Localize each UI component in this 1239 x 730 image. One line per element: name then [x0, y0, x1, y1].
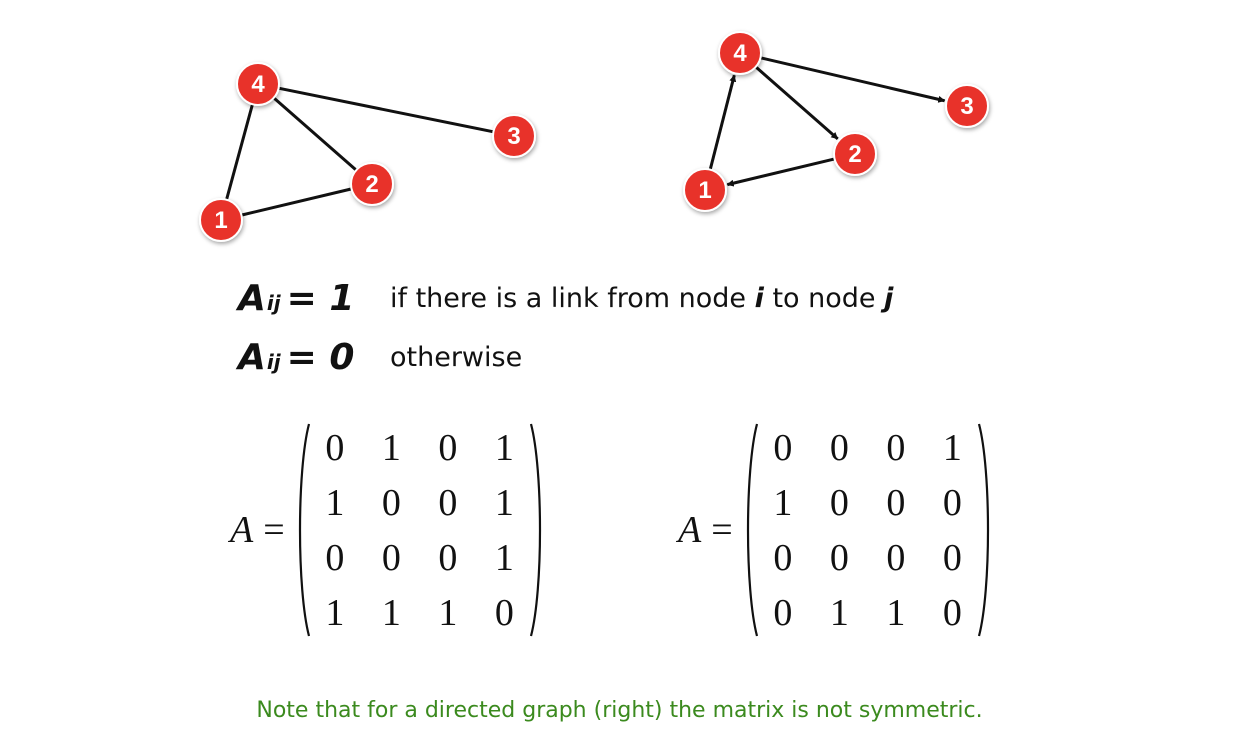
matrix-cell-1-3: 0: [438, 426, 458, 469]
matrix-equals: =: [263, 509, 285, 551]
matrix-cell-3-3: 0: [886, 536, 906, 579]
arc-1-4: [708, 74, 737, 171]
definition-equals: =: [286, 336, 317, 378]
matrix-cell-3-2: 0: [829, 536, 849, 579]
matrix-cell-2-1: 1: [325, 481, 345, 524]
node-4: [718, 31, 762, 75]
note-text: Note that for a directed graph (right) t…: [256, 698, 983, 723]
matrix-cell-1-4: 1: [494, 426, 514, 469]
matrix-cell-2-4: 1: [494, 481, 514, 524]
node-label-2: 2: [848, 141, 861, 168]
definition-value-0: 0: [329, 336, 355, 378]
matrix-equals: =: [711, 509, 733, 551]
node-label-3: 3: [960, 93, 973, 120]
definition-text-part: to node: [763, 282, 885, 314]
definition-equals: =: [286, 277, 317, 319]
matrix-cell-4-4: 0: [494, 591, 514, 634]
node-4: [236, 62, 280, 106]
definition-text-otherwise: otherwise: [390, 341, 523, 373]
matrix-cell-4-3: 1: [886, 591, 906, 634]
matrix-cell-3-2: 0: [381, 536, 401, 579]
undirected-graph: 1 2 3 4: [199, 62, 536, 242]
matrix-parentheses: [746, 423, 989, 637]
matrix-cell-1-2: 1: [381, 426, 401, 469]
edge-4-3: [278, 86, 494, 134]
directed-graph: 1 2 3 4: [683, 31, 989, 212]
node-3: [492, 114, 536, 158]
node-2: [833, 132, 877, 176]
definition-text-link: if there is a link from node i to node j: [390, 283, 893, 314]
matrix-parentheses: [298, 423, 541, 637]
matrix-cell-1-3: 0: [886, 426, 906, 469]
definition-symbol: A: [238, 336, 266, 378]
matrix-cell-4-4: 0: [942, 591, 962, 634]
node-label-3: 3: [507, 123, 520, 150]
node-label-1: 1: [214, 207, 227, 234]
matrix-cell-4-2: 1: [829, 591, 849, 634]
matrix-cell-2-1: 1: [773, 481, 793, 524]
edge-4-1: [225, 103, 254, 201]
matrix-cell-1-2: 0: [829, 426, 849, 469]
matrix-cell-2-4: 0: [942, 481, 962, 524]
edge-4-2: [272, 96, 358, 172]
matrix-cell-2-2: 0: [381, 481, 401, 524]
node-1: [199, 198, 243, 242]
node-label-4: 4: [733, 40, 747, 67]
matrix-cell-3-1: 0: [773, 536, 793, 579]
node-label-4: 4: [251, 71, 265, 98]
matrix-symbol: A: [230, 509, 254, 551]
index-j: j: [884, 282, 894, 314]
matrix-cell-2-3: 0: [886, 481, 906, 524]
graph-diagrams: 1 2 3 4 1 2 3 4: [199, 31, 989, 242]
node-label-1: 1: [698, 177, 711, 204]
matrix-symbol: A: [678, 509, 702, 551]
matrix-cell-3-3: 0: [438, 536, 458, 579]
arc-4-2: [754, 65, 839, 140]
matrix-cell-4-1: 1: [325, 591, 345, 634]
matrix-cell-4-3: 1: [438, 591, 458, 634]
node-label-2: 2: [365, 171, 378, 198]
matrix-cell-3-1: 0: [325, 536, 345, 579]
matrix-lhs: A=: [230, 508, 285, 552]
matrix-cell-2-2: 0: [829, 481, 849, 524]
matrix-cell-3-4: 1: [494, 536, 514, 579]
matrix-cell-1-4: 1: [942, 426, 962, 469]
node-3: [945, 84, 989, 128]
definition-symbol: A: [238, 277, 266, 319]
matrix-lhs: A=: [678, 508, 733, 552]
node-2: [350, 162, 394, 206]
arc-2-1: [726, 157, 835, 187]
matrix-cell-3-4: 0: [942, 536, 962, 579]
matrix-cell-4-1: 0: [773, 591, 793, 634]
matrix-cell-1-1: 0: [325, 426, 345, 469]
definition-text-part: if there is a link from node: [390, 282, 755, 314]
index-i: i: [754, 282, 764, 314]
matrix-cell-2-3: 0: [438, 481, 458, 524]
matrix-cell-1-1: 0: [773, 426, 793, 469]
edge-1-2: [241, 187, 352, 217]
arc-4-3: [760, 56, 946, 103]
matrix-cell-4-2: 1: [381, 591, 401, 634]
definition-value-1: 1: [329, 277, 355, 319]
node-1: [683, 168, 727, 212]
